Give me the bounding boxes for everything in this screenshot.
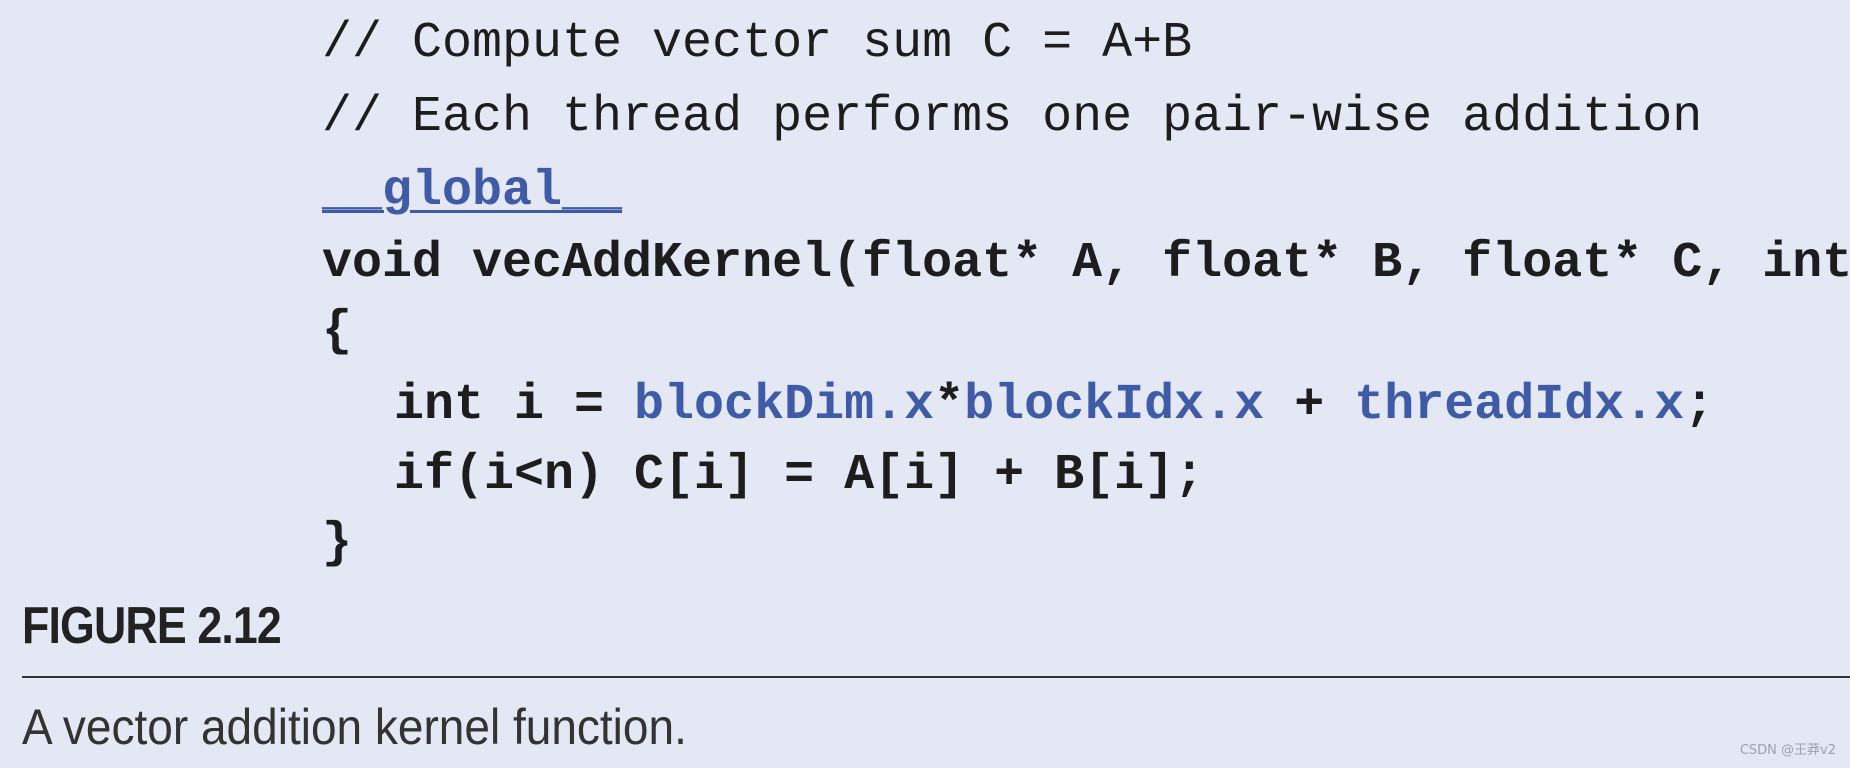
- code-close-brace: }: [322, 515, 353, 572]
- code-if-line: if(i<n) C[i] = A[i] + B[i];: [394, 447, 1205, 504]
- figure-label: FIGURE 2.12: [22, 597, 282, 655]
- code-comment-compute: // Compute vector sum C = A+B: [322, 15, 1193, 72]
- code-index-prefix: int i =: [394, 377, 635, 434]
- code-open-brace: {: [322, 303, 353, 360]
- code-multiply: *: [934, 377, 965, 434]
- caption-divider: [22, 676, 1850, 678]
- code-comment-each-thread: // Each thread performs one pair-wise ad…: [322, 89, 1703, 146]
- code-blockidx: blockIdx.x: [964, 377, 1265, 434]
- code-function-signature: void vecAddKernel(float* A, float* B, fl…: [322, 235, 1850, 292]
- code-threadidx: threadIdx.x: [1354, 377, 1685, 434]
- code-index-line: int i = blockDim.x*blockIdx.x + threadId…: [322, 370, 1714, 442]
- code-global-qualifier: __global__: [322, 163, 623, 220]
- watermark: CSDN @王莽v2: [1739, 743, 1836, 758]
- code-plus: +: [1264, 377, 1355, 434]
- code-semicolon: ;: [1684, 377, 1715, 434]
- code-blockdim: blockDim.x: [634, 377, 935, 434]
- figure-caption: A vector addition kernel function.: [22, 699, 687, 755]
